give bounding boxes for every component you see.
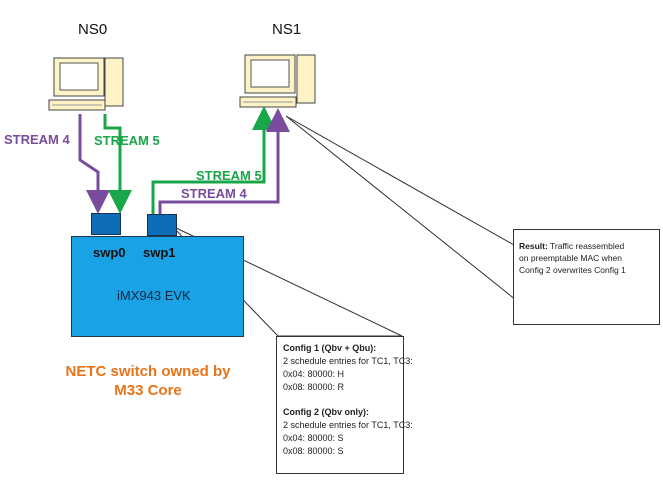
config2-title: Config 2 (Qbv only): [283, 407, 369, 417]
config-note: Config 1 (Qbv + Qbu): 2 schedule entries… [276, 336, 413, 474]
stream4-ns1-label: STREAM 4 [181, 186, 247, 201]
result-line2: on preemptable MAC when [519, 253, 623, 263]
config2-line3: 0x08: 80000: S [283, 446, 344, 456]
swp0-port [91, 213, 121, 235]
config1-line1: 2 schedule entries for TC1, TC3: [283, 356, 413, 366]
owner-line2: M33 Core [114, 382, 182, 399]
stream4-ns1-path [158, 108, 290, 214]
owner-line1: NETC switch owned by [65, 363, 231, 380]
result-line3: Config 2 overwrites Config 1 [519, 265, 626, 275]
result-callout-line [285, 115, 517, 302]
swp1-port [147, 214, 177, 236]
stream5-ns1-path [151, 106, 276, 214]
result-title: Result: [519, 241, 548, 251]
stream5-ns0-label: STREAM 5 [94, 133, 160, 148]
owner-caption: NETC switch owned by M33 Core [18, 362, 278, 400]
stream5-ns0-path [103, 114, 132, 214]
swp1-label: swp1 [143, 245, 176, 260]
computer-icon [239, 54, 316, 108]
stream4-ns0-path [78, 114, 110, 214]
config2-line1: 2 schedule entries for TC1, TC3: [283, 420, 413, 430]
result-note: Result: Traffic reassembled on preemptab… [513, 229, 660, 325]
swp0-label: swp0 [93, 245, 126, 260]
imx943-evk-board [71, 236, 244, 337]
config2-line2: 0x04: 80000: S [283, 433, 344, 443]
stream4-ns0-label: STREAM 4 [4, 132, 70, 147]
computer-icon [48, 57, 124, 111]
config1-line2: 0x04: 80000: H [283, 369, 345, 379]
config1-title: Config 1 (Qbv + Qbu): [283, 343, 377, 353]
result-line1: Traffic reassembled [547, 241, 625, 251]
board-name: iMX943 EVK [117, 288, 191, 303]
config1-line3: 0x08: 80000: R [283, 382, 345, 392]
ns1-label: NS1 [272, 21, 302, 38]
ns0-label: NS0 [78, 21, 108, 38]
stream5-ns1-label: STREAM 5 [196, 168, 262, 183]
